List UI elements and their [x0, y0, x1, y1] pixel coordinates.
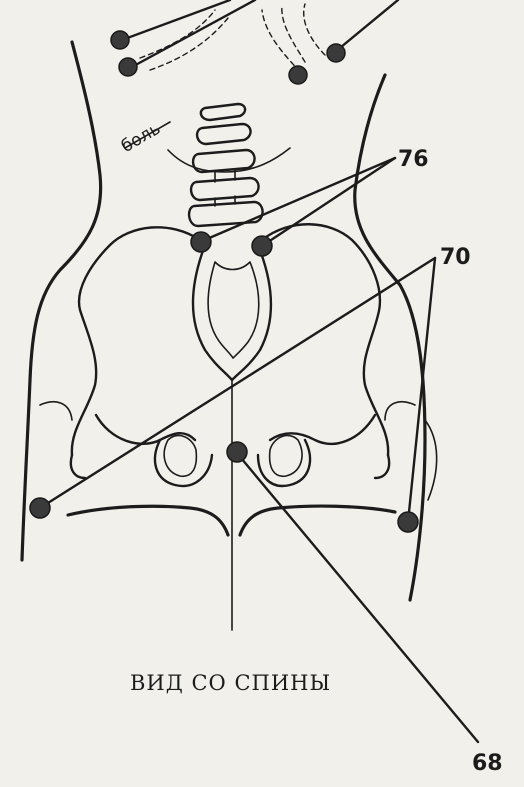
point-label-68: 68 [472, 751, 503, 776]
point-marker-76-left [191, 232, 211, 252]
point-marker-70-right [398, 512, 418, 532]
point-marker-70-left [30, 498, 50, 518]
point-marker [289, 66, 307, 84]
point-label-76: 76 [398, 147, 429, 172]
pain-label: боль [118, 119, 164, 157]
view-caption: ВИД СО СПИНЫ [130, 671, 331, 695]
pelvis [40, 224, 437, 630]
point-marker-68 [227, 442, 247, 462]
spine [168, 104, 290, 226]
shoulder-lines [122, 0, 398, 72]
point-label-70: 70 [440, 245, 471, 270]
point-marker [119, 58, 137, 76]
point-marker [111, 31, 129, 49]
point-marker-76-right [252, 236, 272, 256]
point-marker [327, 44, 345, 62]
labels: боль 76 70 68 ВИД СО СПИНЫ [118, 119, 503, 776]
